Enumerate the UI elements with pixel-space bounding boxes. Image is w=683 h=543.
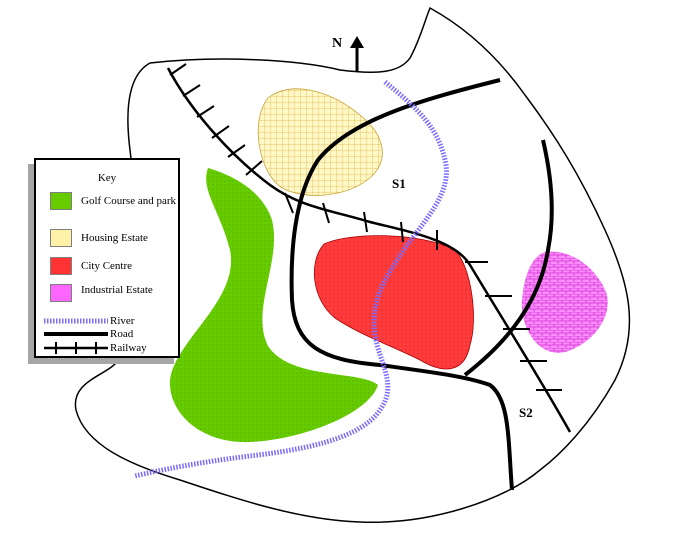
key-label-river: River	[110, 315, 135, 327]
key-label-industrial-estate: Industrial Estate	[81, 284, 153, 296]
key-title: Key	[97, 172, 117, 184]
river	[134, 80, 449, 479]
map-key: Key Golf Course and park Housing Estate …	[34, 158, 180, 358]
railway-ties	[169, 63, 562, 391]
north-arrow-icon	[350, 36, 364, 72]
golf-course-swatch	[50, 192, 72, 210]
railway-line	[166, 67, 572, 433]
key-label-railway: Railway	[110, 342, 147, 354]
road-east	[463, 139, 554, 377]
housing-estate-area	[257, 88, 383, 196]
site-label-s1: S1	[392, 176, 406, 191]
railway-key-line	[44, 342, 108, 354]
key-label-housing-estate: Housing Estate	[81, 232, 148, 244]
road-key-line	[44, 332, 108, 336]
golf-course-area	[169, 168, 378, 443]
city-centre-swatch	[50, 257, 72, 275]
road-ring	[289, 78, 514, 491]
housing-estate-swatch	[50, 229, 72, 247]
key-label-golf-course: Golf Course and park	[81, 195, 177, 207]
key-label-city-centre: City Centre	[81, 260, 133, 272]
river-key-line	[44, 318, 108, 324]
site-label-s2: S2	[519, 405, 533, 420]
key-label-road: Road	[110, 328, 134, 340]
city-centre-area	[313, 235, 474, 370]
industrial-estate-swatch	[50, 284, 72, 302]
north-label: N	[332, 36, 343, 51]
